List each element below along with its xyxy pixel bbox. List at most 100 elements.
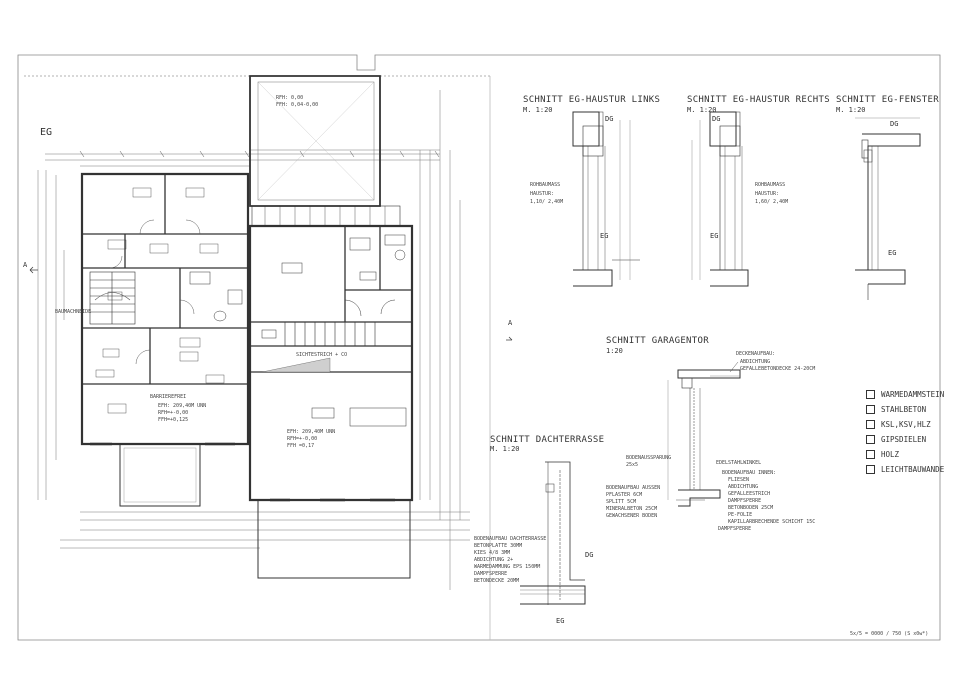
section-title-fenster: SCHNITT EG-FENSTER <box>836 95 939 105</box>
scale-haustuer-rechts: M. 1:20 <box>687 106 717 114</box>
section-title-dachterrasse: SCHNITT DACHTERRASSE <box>490 435 605 445</box>
room-efh-right: EFH: 209,40M UNN <box>287 429 336 435</box>
garagentor-dampfsperre: DAMPFSPERRE <box>718 526 752 532</box>
room-efh-left: EFH: 209,40M UNN <box>158 403 207 409</box>
dg-label-links: DG <box>605 115 614 123</box>
legend-item: LEICHTBAUWANDE <box>866 465 944 474</box>
legend-item: HOLZ <box>866 450 899 459</box>
garagentor-aussen-1: PFLASTER 6CM <box>606 492 643 498</box>
section-marker-a: A <box>23 261 28 269</box>
section-garagentor <box>667 361 741 507</box>
right-house-walls <box>248 224 414 502</box>
eg-label-links: EG <box>600 232 609 240</box>
rohbau-links-2: HAUSTUR: <box>530 191 555 197</box>
dachterrasse-note-3: ABDICHTUNG 2+ <box>474 557 514 563</box>
legend-item: STAHLBETON <box>866 405 926 414</box>
eg-label-fenster: EG <box>888 249 897 257</box>
dachterrasse-note-6: BETONDECKE 20MM <box>474 578 520 584</box>
left-house-inner-walls <box>82 174 248 385</box>
dimension-lines-left <box>37 170 65 500</box>
scale-haustuer-links: M. 1:20 <box>523 106 553 114</box>
rohbau-rechts-1: ROHBAUMASS <box>755 182 786 188</box>
dg-label-dachterrasse: DG <box>585 551 594 559</box>
legend-swatch <box>866 390 875 399</box>
garagentor-innen-1: FLIESEN <box>728 477 750 483</box>
scale-fenster: M. 1:20 <box>836 106 866 114</box>
dimension-lines-bottom <box>60 511 470 549</box>
dachterrasse-note-4: WARMEDAMMUNG EPS 150MM <box>474 564 541 570</box>
scale-garagentor: 1:20 <box>606 347 623 355</box>
garagentor-note-top-1: ABDICHTUNG <box>740 359 771 365</box>
garagentor-innen-3: GEFALLEESTRICH <box>728 491 771 497</box>
section-title-garagentor: SCHNITT GARAGENTOR <box>606 336 709 346</box>
sheet-footer: 5x/5 = 0000 / 750 (S x0w*) <box>850 631 929 637</box>
rohbau-links-3: 1,10/ 2,40M <box>530 199 564 205</box>
room-tags <box>95 187 225 414</box>
legend-label: STAHLBETON <box>881 405 927 414</box>
legend-label: LEICHTBAUWANDE <box>881 465 945 474</box>
section-haustuer-rechts <box>691 111 749 287</box>
legend-item: KSL,KSV,HLZ <box>866 420 931 429</box>
room-rfh-left: RFH=+-0,00 <box>158 410 189 416</box>
room-ffh-right: FFH =0,17 <box>287 443 315 449</box>
garagentor-note-top-0: DECKENAUFBAU: <box>736 351 776 357</box>
garagentor-innen-7: KAPILLARBRECHENDE SCHICHT 15C <box>728 519 816 525</box>
legend-swatch <box>866 420 875 429</box>
section-dachterrasse <box>520 461 586 605</box>
floor-plan <box>29 75 513 590</box>
legend-label: HOLZ <box>881 450 900 459</box>
right-house-inner-walls <box>250 226 412 373</box>
right-fixtures <box>261 234 407 427</box>
dachterrasse-note-0: BODENAUFBAU DACHTERRASSE <box>474 536 547 542</box>
scale-dachterrasse: M. 1:20 <box>490 445 520 453</box>
rohbau-rechts-2: HAUSTUR: <box>755 191 780 197</box>
windows <box>90 442 395 502</box>
terrace-rfh: RFH: 0,00 <box>276 95 304 101</box>
garagentor-innen-0: BODENAUFBAU INNEN: <box>722 470 777 476</box>
room-ffh-left: FFH=+0,125 <box>158 417 189 423</box>
garagentor-innen-2: ABDICHTUNG <box>728 484 759 490</box>
dg-label-rechts: DG <box>712 115 721 123</box>
legend-label: KSL,KSV,HLZ <box>881 420 931 429</box>
rohbau-rechts-3: 1,60/ 2,40M <box>755 199 789 205</box>
bathroom-fixtures <box>189 271 243 322</box>
floor-label: EG <box>40 127 53 138</box>
garagentor-aussen-0: BODENAUFBAU AUSSEN <box>606 485 661 491</box>
legend-label: WARMEDAMMSTEIN <box>881 390 945 399</box>
section-title-haustuer-rechts: SCHNITT EG-HAUSTUR RECHTS <box>687 95 830 105</box>
garagentor-aussparung-1: 25x5 <box>626 462 639 468</box>
eg-label-dachterrasse: EG <box>556 617 565 625</box>
garagentor-aussen-4: GEWACHSENER BODEN <box>606 513 658 519</box>
left-door-swings <box>109 219 201 365</box>
terrace-ffh: FFH: 0,04-0,00 <box>276 102 319 108</box>
section-fenster <box>855 117 921 300</box>
legend-item: WARMEDAMMSTEIN <box>866 390 944 399</box>
eg-label-rechts: EG <box>710 232 719 240</box>
garagentor-innen-4: DAMPFSPERRE <box>728 498 762 504</box>
legend-swatch <box>866 405 875 414</box>
room-rfh-right: RFH=+-0,00 <box>287 436 318 442</box>
garagentor-edelstahl: EDELSTAHLWINKEL <box>716 460 762 466</box>
legend-item: GIPSDIELEN <box>866 435 926 444</box>
legend-swatch <box>866 450 875 459</box>
garagentor-aussen-2: SPLITT 5CM <box>606 499 637 505</box>
section-haustuer-links <box>572 111 640 287</box>
section-line-a <box>29 266 513 341</box>
dimension-lines-right <box>419 90 461 590</box>
rohbau-links-1: ROHBAUMASS <box>530 182 561 188</box>
left-staircase <box>89 271 136 325</box>
section-marker-a-right: A <box>508 319 513 327</box>
left-terrace <box>119 443 201 507</box>
lower-right-terrace <box>257 499 411 579</box>
middle-staircase <box>261 321 376 373</box>
legend-swatch <box>866 435 875 444</box>
section-title-haustuer-links: SCHNITT EG-HAUSTUR LINKS <box>523 95 661 105</box>
sichtestrich-label: SICHTESTRICH + CO <box>296 352 348 358</box>
legend-label: GIPSDIELEN <box>881 435 927 444</box>
garagentor-aussparung-0: BODENAUSSPARUNG <box>626 455 672 461</box>
dg-label-fenster: DG <box>890 120 899 128</box>
legend-swatch <box>866 465 875 474</box>
garagentor-innen-6: PE-FOLIE <box>728 512 753 518</box>
upper-terrace <box>249 75 401 227</box>
